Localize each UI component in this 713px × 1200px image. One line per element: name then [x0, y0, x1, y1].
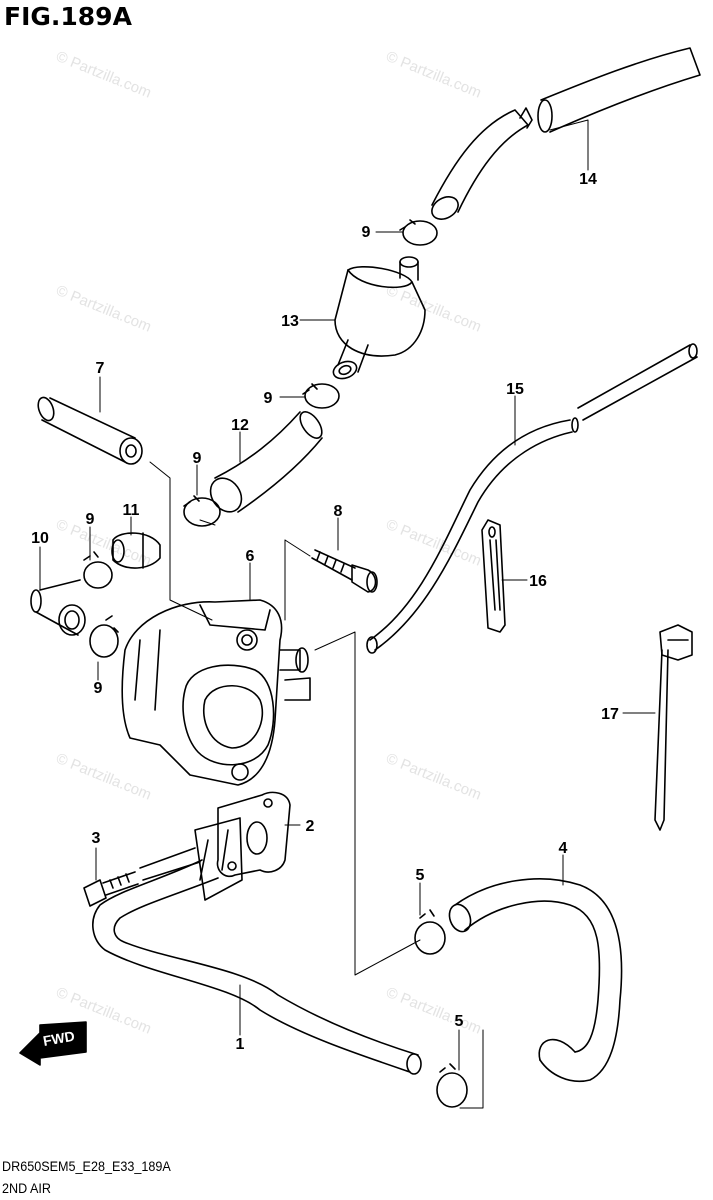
- hose-7: [37, 396, 143, 465]
- callout-9: 9: [362, 224, 371, 241]
- callout-15: 15: [506, 381, 524, 398]
- callout-9: 9: [86, 511, 95, 528]
- hose-10: [30, 579, 86, 636]
- fwd-arrow-icon: [19, 1021, 87, 1066]
- callout-5: 5: [455, 1013, 464, 1030]
- callout-14: 14: [579, 171, 597, 188]
- hose-4: [448, 878, 623, 1082]
- callout-6: 6: [246, 548, 255, 565]
- bolt-8: [311, 549, 378, 593]
- figure-name: 2ND AIR: [2, 1180, 52, 1196]
- callout-17: 17: [601, 706, 619, 723]
- bolt-3: [83, 847, 201, 907]
- fwd-label: FWD: [42, 1028, 76, 1049]
- callout-10: 10: [31, 530, 49, 547]
- assembly-lines: [149, 461, 484, 1109]
- hose-12: [209, 411, 323, 513]
- callout-9-lower: 9: [94, 680, 103, 697]
- callout-9: 9: [193, 450, 202, 467]
- pipe-11: [111, 532, 161, 569]
- gasket-2: [216, 791, 291, 878]
- callout-11: 11: [123, 502, 140, 519]
- clamp-9: [83, 551, 113, 589]
- callout-9: 9: [264, 390, 273, 407]
- figure-title: FIG.189A: [4, 2, 132, 31]
- clamp-9: [183, 495, 221, 527]
- callout-3: 3: [92, 830, 101, 847]
- callout-12: 12: [231, 417, 249, 434]
- clamp-5: [414, 909, 446, 955]
- callout-1: 1: [236, 1036, 245, 1053]
- callout-4: 4: [559, 840, 568, 857]
- callout-5: 5: [416, 867, 425, 884]
- valve-13: [332, 256, 426, 380]
- clamp-9: [89, 615, 119, 658]
- clamp-9: [302, 383, 340, 409]
- valve-body-6: [121, 599, 311, 786]
- clamp-5: [436, 1063, 468, 1108]
- callout-16: 16: [529, 573, 547, 590]
- callout-2: 2: [306, 818, 315, 835]
- callout-13: 13: [281, 313, 299, 330]
- clamp-9: [399, 219, 438, 246]
- callout-7: 7: [96, 360, 105, 377]
- figure-code: DR650SEM5_E28_E33_189A: [2, 1158, 171, 1174]
- tube-15: [366, 343, 698, 654]
- callout-leaders: [39, 119, 656, 1071]
- cable-tie-17: [654, 624, 693, 831]
- bracket-16: [481, 519, 506, 633]
- pipe-1: [92, 817, 422, 1075]
- callout-8: 8: [334, 503, 343, 520]
- hose-14: [431, 47, 701, 220]
